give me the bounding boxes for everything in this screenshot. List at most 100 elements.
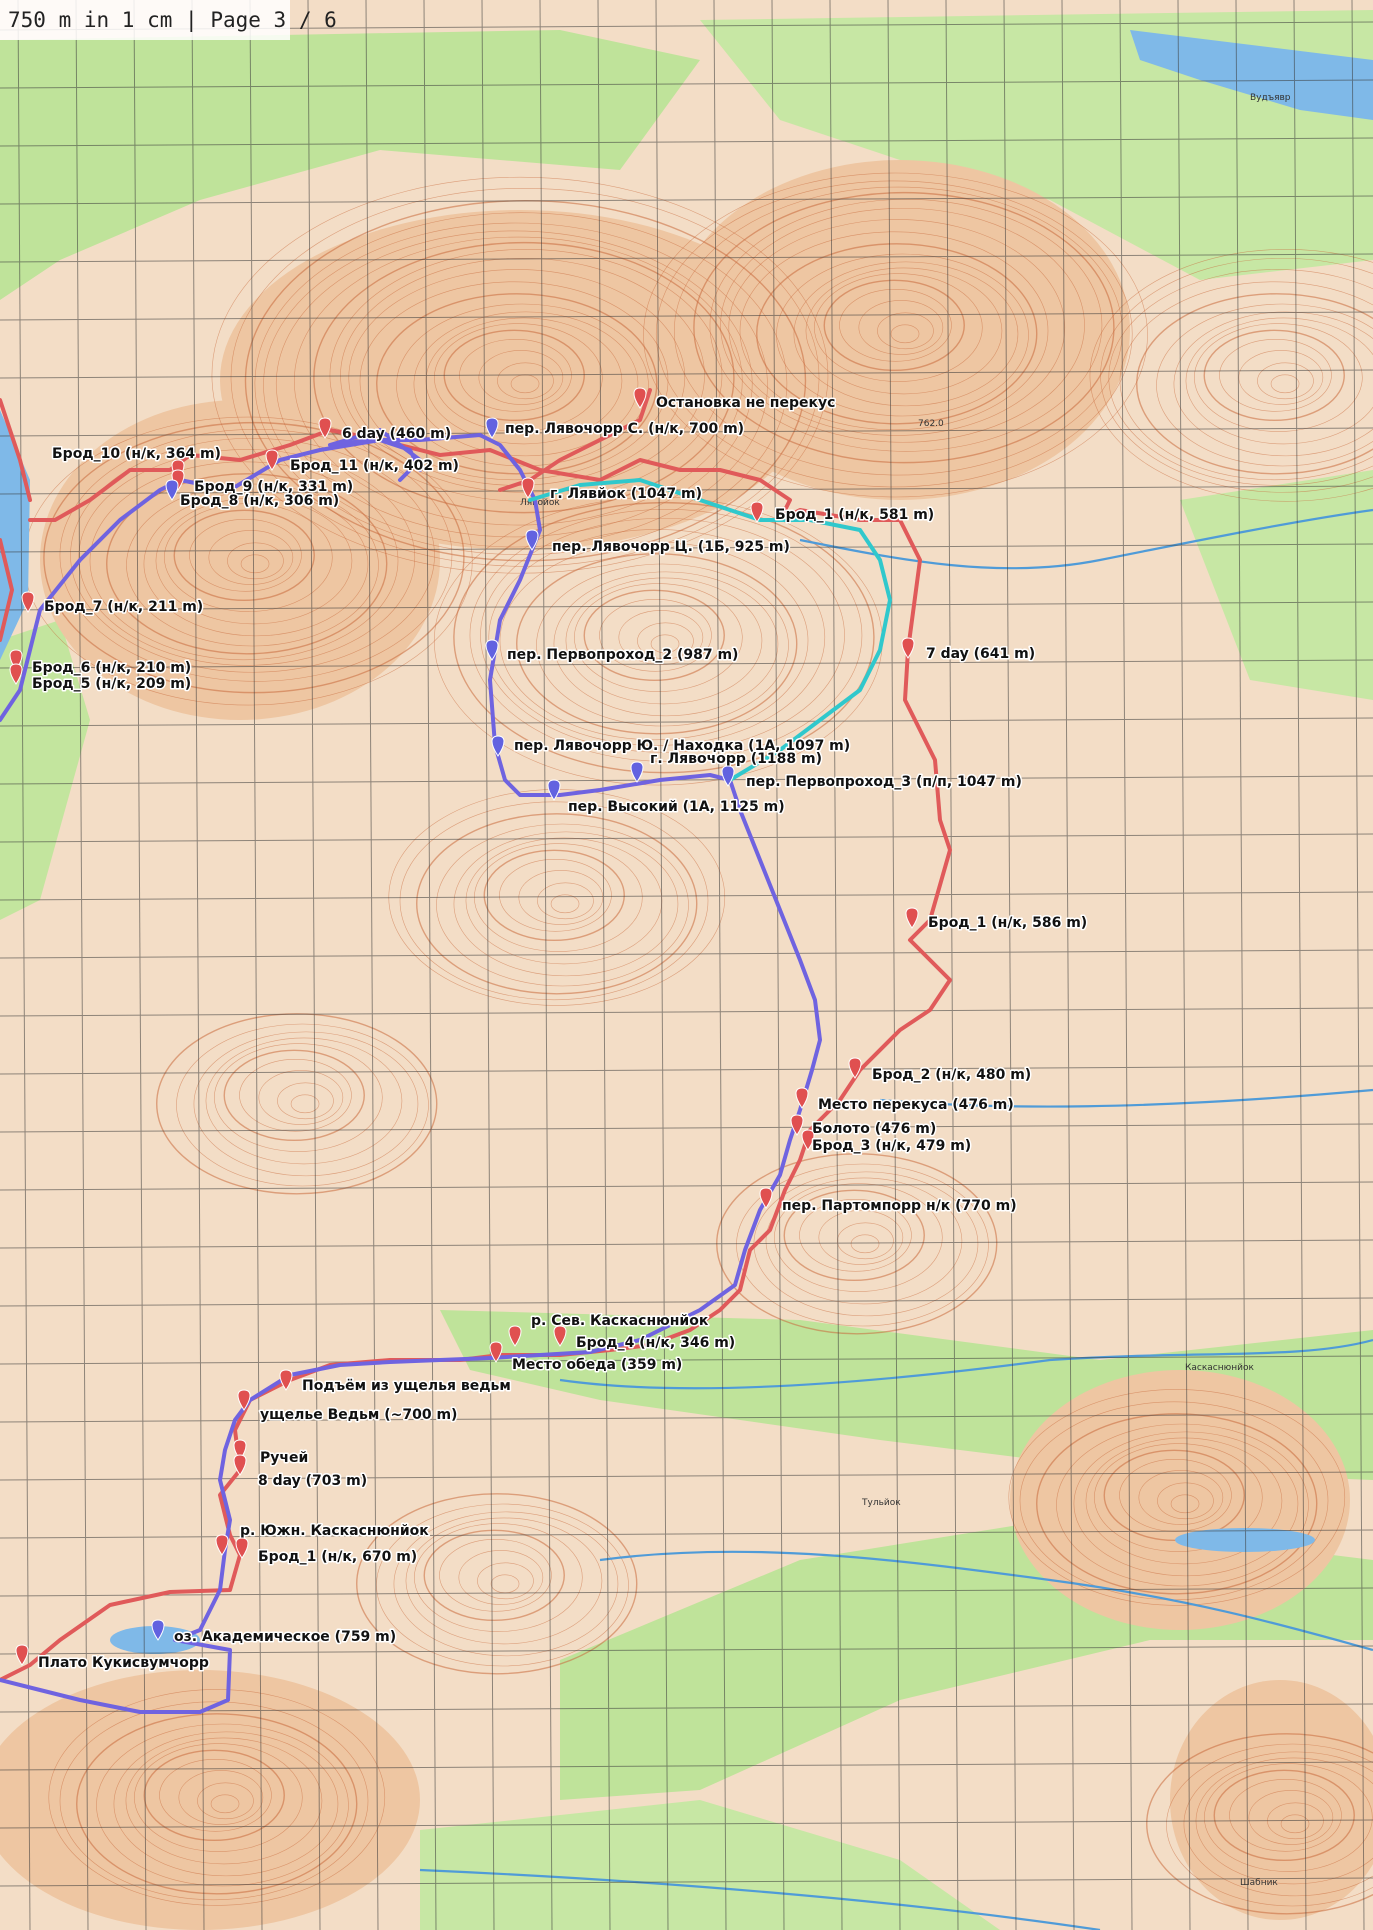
contour-line (164, 503, 333, 612)
contour-line (143, 491, 369, 637)
waypoint-label: 6 day (460 m) (342, 426, 451, 442)
contour-line (650, 634, 680, 654)
map-scale-header: 750 m in 1 cm | Page 3 / 6 (0, 0, 337, 40)
contour-line (176, 1023, 429, 1187)
contour-line (359, 281, 669, 481)
grid-line (597, 0, 611, 1930)
waypoint-pin-icon[interactable] (630, 761, 644, 783)
waypoint-pin-icon[interactable] (489, 1341, 503, 1363)
waypoint-pin-icon[interactable] (801, 1129, 815, 1151)
contour-line (850, 1234, 880, 1254)
waypoint-pin-icon[interactable] (165, 479, 179, 501)
contour-lines (23, 172, 1373, 1915)
waypoint-label: Ручей (260, 1450, 308, 1466)
waypoint-pin-icon[interactable] (485, 417, 499, 439)
grid-line (0, 601, 1373, 611)
grid-line (1177, 0, 1191, 1930)
grid-line (0, 775, 1373, 785)
contour-line (655, 180, 1133, 488)
waypoint-label: Брод_11 (н/к, 402 m) (290, 458, 459, 474)
contour-line (1213, 1769, 1355, 1862)
contour-line (210, 1794, 240, 1814)
waypoint-pin-icon[interactable] (790, 1114, 804, 1136)
waypoint-pin-icon[interactable] (485, 639, 499, 661)
waypoint-pin-icon[interactable] (759, 1187, 773, 1209)
waypoint-pin-icon[interactable] (633, 387, 647, 409)
waypoint-pin-icon[interactable] (9, 649, 23, 671)
waypoint-label: Остановка не перекус (656, 395, 835, 411)
contour-line (553, 571, 779, 717)
waypoint-pin-icon[interactable] (491, 735, 505, 757)
grid-line (0, 659, 1373, 669)
waypoint-pin-icon[interactable] (553, 1325, 567, 1347)
waypoint-pin-icon[interactable] (235, 1537, 249, 1559)
waypoint-pin-icon[interactable] (795, 1087, 809, 1109)
rivers (419, 508, 1373, 1930)
contour-line (537, 882, 594, 920)
contour-line (240, 554, 270, 574)
contour-line (1204, 1763, 1373, 1872)
contour-line (1094, 1443, 1263, 1552)
waypoint-pin-icon[interactable] (905, 907, 919, 929)
waypoint-pin-icon[interactable] (265, 449, 279, 471)
waypoint-pin-icon[interactable] (901, 637, 915, 659)
contour-line (1170, 1494, 1200, 1514)
contour-line (59, 429, 453, 682)
contour-line (59, 1701, 369, 1901)
contour-line (76, 1713, 358, 1895)
contour-line (1270, 374, 1300, 394)
grid-line (1119, 0, 1133, 1930)
waypoint-pin-icon[interactable] (318, 417, 332, 439)
waypoint-pin-icon[interactable] (233, 1439, 247, 1461)
contour-line (693, 191, 1115, 464)
waypoint-label: оз. Академическое (759 m) (174, 1629, 396, 1645)
waypoint-pin-icon[interactable] (151, 1619, 165, 1641)
contour-line (774, 1183, 943, 1292)
contour-line (814, 273, 983, 382)
contour-line (1073, 1431, 1299, 1577)
grid-line (17, 0, 31, 1930)
contour-line (839, 288, 952, 362)
waypoint-pin-icon[interactable] (521, 477, 535, 499)
grid-line (0, 369, 1373, 379)
grid-line (0, 543, 1373, 553)
contour-line (877, 312, 934, 350)
waypoint-pin-icon[interactable] (848, 1057, 862, 1079)
waypoint-pin-icon[interactable] (233, 1454, 247, 1476)
contour-line (313, 241, 735, 514)
grid-line (0, 833, 1373, 843)
waypoint-label: Брод_8 (н/к, 306 m) (180, 493, 339, 509)
grid-line (307, 0, 321, 1930)
waypoint-pin-icon[interactable] (279, 1369, 293, 1391)
contour-line (1183, 1751, 1373, 1897)
waypoint-label: Брод_6 (н/к, 210 m) (32, 660, 191, 676)
contour-line (413, 311, 639, 457)
waypoint-pin-icon[interactable] (21, 591, 35, 613)
waypoint-label: р. Сев. Каскаснюнйок (531, 1313, 709, 1329)
contour-line (1257, 362, 1314, 400)
waypoint-pin-icon[interactable] (547, 779, 561, 801)
waypoint-pin-icon[interactable] (15, 1644, 29, 1666)
waypoint-pin-icon[interactable] (9, 663, 23, 685)
contour-line (765, 1177, 963, 1305)
waypoint-label: пер. Первопроход_2 (987 m) (507, 647, 738, 663)
contour-line (469, 509, 863, 762)
contour-line (458, 1550, 544, 1605)
contour-line (858, 300, 944, 355)
waypoint-label: 7 day (641 m) (926, 646, 1035, 662)
waypoint-pin-icon[interactable] (525, 529, 539, 551)
contour-line (550, 894, 580, 914)
contour-line (193, 1031, 419, 1177)
waypoint-pin-icon[interactable] (721, 765, 735, 787)
waypoint-pin-icon[interactable] (508, 1325, 522, 1347)
contour-line (290, 1094, 320, 1114)
waypoint-pin-icon[interactable] (750, 501, 764, 523)
contour-line (340, 257, 705, 493)
waypoint-pin-icon[interactable] (215, 1534, 229, 1556)
grid-line (887, 0, 901, 1930)
contour-line (254, 212, 788, 556)
waypoint-pin-icon[interactable] (237, 1389, 251, 1411)
